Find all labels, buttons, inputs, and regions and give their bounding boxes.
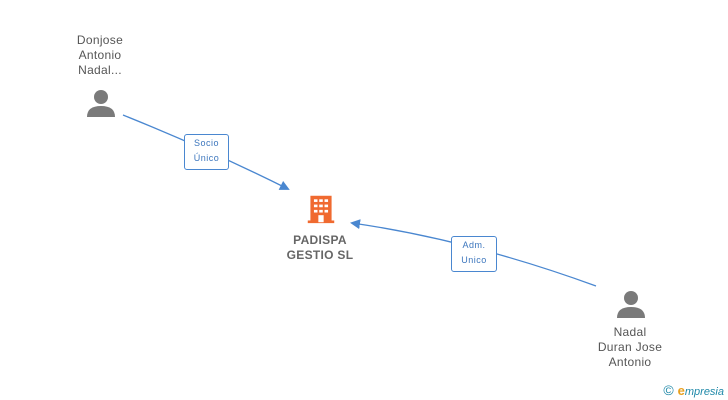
edge-label-line-2: Único [193,153,220,163]
company-label[interactable]: PADISPA GESTIO SL [270,233,370,263]
edge-label-socio-unico[interactable]: Socio Único [184,134,229,170]
edge-label-adm-unico[interactable]: Adm. Unico [451,236,497,272]
person-bottom-label[interactable]: Nadal Duran Jose Antonio [585,325,675,370]
footer-brand: © empresia [663,382,724,398]
brand-name: mpresia [684,385,724,398]
copyright-icon: © [663,382,674,398]
company-line-2: GESTIO SL [286,248,354,262]
person-bottom-line-1: Nadal [613,325,647,339]
edge-label-line-1: Socio [193,138,219,148]
person-top-line-3: Nadal... [78,63,122,77]
person-icon[interactable] [616,289,646,319]
person-top-label[interactable]: Donjose Antonio Nadal... [60,33,140,78]
person-top-line-2: Antonio [78,48,122,62]
building-icon[interactable] [306,194,336,224]
person-icon[interactable] [86,88,116,118]
edge-label-line-1: Adm. [462,240,486,250]
brand-logo[interactable]: empresia [678,383,724,398]
person-bottom-line-3: Antonio [608,355,652,369]
person-bottom-line-2: Duran Jose [597,340,663,354]
brand-initial: e [677,382,685,398]
person-top-line-1: Donjose [76,33,124,47]
edge-label-line-2: Unico [461,255,487,265]
company-line-1: PADISPA [293,233,347,247]
